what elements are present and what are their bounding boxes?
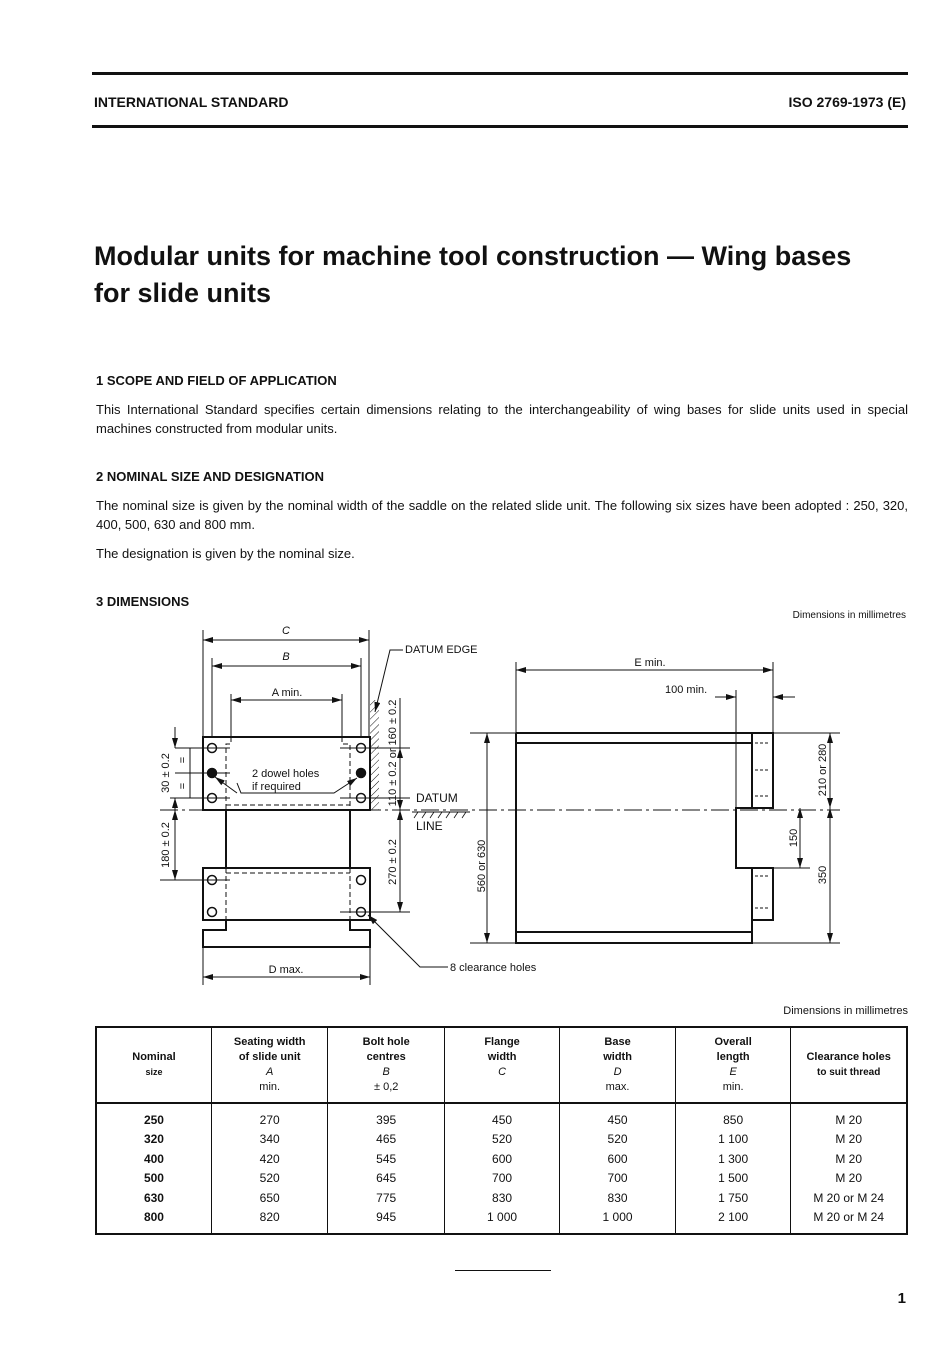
table-cell: M 20	[790, 1129, 908, 1149]
table-cell: 700	[559, 1168, 676, 1188]
table-cell: 1 000	[559, 1207, 676, 1235]
label-clearance: 8 clearance holes	[450, 962, 537, 974]
section-1-text: This International Standard specifies ce…	[96, 402, 908, 436]
table-cell: 520	[443, 1129, 561, 1149]
table-cell: 945	[327, 1207, 445, 1235]
drawing-units-note: Dimensions in millimetres	[792, 610, 906, 621]
table-cell: 830	[559, 1188, 676, 1208]
table-cell: M 20	[790, 1168, 908, 1188]
section-2-heading: 2 NOMINAL SIZE AND DESIGNATION	[96, 469, 324, 484]
label-datum: DATUM	[416, 791, 458, 805]
table-cell: 600	[443, 1149, 561, 1169]
table-cell: M 20	[790, 1149, 908, 1169]
table-cell: 1 750	[674, 1188, 792, 1208]
svg-text:=: =	[177, 757, 189, 763]
label-350: 350	[817, 866, 829, 884]
table-cell: M 20	[790, 1103, 908, 1130]
label-270: 270 ± 0.2	[387, 839, 399, 885]
label-110: 110 ± 0.2 or 160 ± 0.2	[387, 700, 399, 807]
label-150: 150	[788, 829, 800, 847]
section-1-heading: 1 SCOPE AND FIELD OF APPLICATION	[96, 373, 337, 388]
table-cell: 340	[210, 1129, 329, 1149]
header-right: ISO 2769-1973 (E)	[788, 94, 906, 110]
end-rule	[455, 1270, 551, 1271]
table-cell: 250	[95, 1103, 212, 1130]
table-cell: 465	[327, 1129, 445, 1149]
table-cell: M 20 or M 24	[790, 1188, 908, 1208]
table-cell: 630	[95, 1188, 212, 1208]
table-cell: 645	[327, 1168, 445, 1188]
label-560: 560 or 630	[476, 840, 488, 893]
table-cell: 800	[95, 1207, 212, 1235]
label-c: C	[282, 625, 290, 637]
table-cell: 545	[327, 1149, 445, 1169]
label-dowel-2: if required	[252, 781, 301, 793]
table-cell: 500	[95, 1168, 212, 1188]
label-30: 30 ± 0.2	[160, 753, 172, 793]
table-cell: 650	[210, 1188, 329, 1208]
label-b: B	[282, 651, 289, 663]
table-cell: 320	[95, 1129, 212, 1149]
table-units-note: Dimensions in millimetres	[783, 1005, 908, 1017]
table-cell: 1 500	[674, 1168, 792, 1188]
label-100: 100 min.	[665, 684, 707, 696]
table-cell: 450	[559, 1103, 676, 1130]
svg-text:=: =	[177, 783, 189, 789]
table-cell: 1 100	[674, 1129, 792, 1149]
table-cell: 520	[559, 1129, 676, 1149]
table-cell: 395	[327, 1103, 445, 1130]
table-cell: M 20 or M 24	[790, 1207, 908, 1235]
label-datum-edge: DATUM EDGE	[405, 644, 478, 656]
section-3-heading: 3 DIMENSIONS	[96, 594, 190, 609]
table-cell: 400	[95, 1149, 212, 1169]
label-dowel: 2 dowel holes	[252, 768, 320, 780]
table-cell: 420	[210, 1149, 329, 1169]
document-title: Modular units for machine tool construct…	[94, 241, 852, 308]
table-cell: 700	[443, 1168, 561, 1188]
header-left: INTERNATIONAL STANDARD	[94, 94, 289, 110]
top-rule	[92, 72, 908, 75]
table-cell: 1 300	[674, 1149, 792, 1169]
technical-drawing: C B A min. DATUM EDGE 2 dowel holes if r…	[160, 625, 840, 985]
label-d: D max.	[269, 964, 304, 976]
table-cell: 850	[674, 1103, 792, 1130]
table-cell: 830	[443, 1188, 561, 1208]
table-cell: 2 100	[674, 1207, 792, 1235]
header-rule	[92, 125, 908, 128]
table-cell: 820	[210, 1207, 329, 1235]
label-210: 210 or 280	[817, 744, 829, 797]
section-2-text-2: The designation is given by the nominal …	[96, 546, 355, 561]
section-2-text: The nominal size is given by the nominal…	[96, 498, 908, 532]
table-cell: 600	[559, 1149, 676, 1169]
table-cell: 270	[210, 1103, 329, 1130]
label-180: 180 ± 0.2	[160, 822, 172, 868]
label-a: A min.	[272, 687, 303, 699]
page-number: 1	[897, 1290, 906, 1307]
table-cell: 1 000	[443, 1207, 561, 1235]
label-line: LINE	[416, 819, 443, 833]
label-e: E min.	[634, 657, 665, 669]
table-cell: 450	[443, 1103, 561, 1130]
table-cell: 520	[210, 1168, 329, 1188]
table-cell: 775	[327, 1188, 445, 1208]
